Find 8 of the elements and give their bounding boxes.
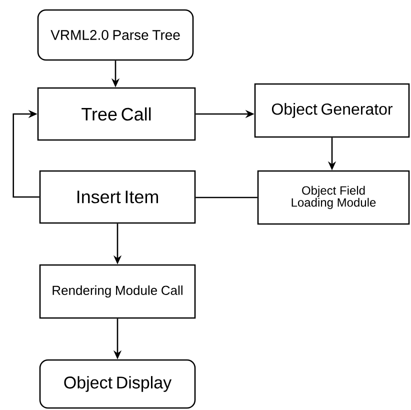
process-box: Object Field Loading Module [257, 170, 410, 225]
process-box: Object Generator [254, 83, 410, 138]
terminal-box: Object Display [39, 359, 196, 409]
arrow [12, 110, 40, 198]
process-box: Rendering Module Call [39, 264, 196, 319]
process-box: Insert Item [39, 170, 196, 224]
terminal-box: VRML2.0 Parse Tree [37, 9, 194, 61]
process-box: Tree Call [37, 87, 196, 141]
